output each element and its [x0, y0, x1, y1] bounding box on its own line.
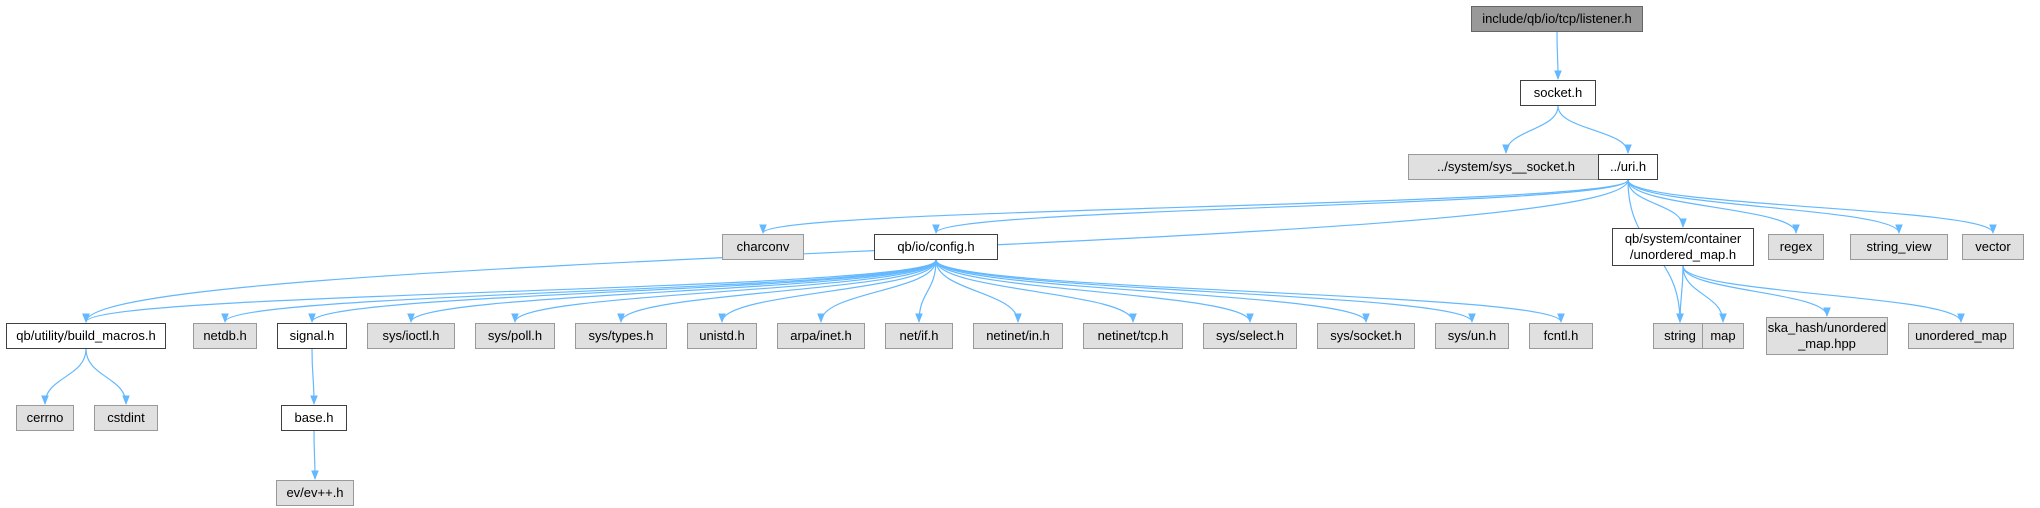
node-cstdint[interactable]: cstdint: [94, 405, 158, 431]
node-ev[interactable]: ev/ev++.h: [276, 480, 354, 506]
node-netdb[interactable]: netdb.h: [193, 323, 257, 349]
node-string-view[interactable]: string_view: [1850, 234, 1948, 260]
edge-config-to-sysun: [935, 259, 1476, 323]
node-syssock[interactable]: sys/socket.h: [1317, 323, 1415, 349]
node-sys-socket[interactable]: ../system/sys__socket.h: [1408, 154, 1604, 180]
node-ska[interactable]: ska_hash/unordered _map.hpp: [1766, 317, 1888, 355]
node-netin[interactable]: netinet/in.h: [973, 323, 1063, 349]
node-charconv[interactable]: charconv: [722, 234, 804, 260]
edge-config-to-arpa: [817, 259, 937, 323]
node-vector[interactable]: vector: [1962, 234, 2024, 260]
node-types[interactable]: sys/types.h: [575, 323, 667, 349]
edge-config-to-build-macros: [82, 259, 937, 323]
node-regex[interactable]: regex: [1768, 234, 1824, 260]
edge-config-to-syssock: [935, 259, 1370, 323]
edge-config-to-fcntl: [935, 259, 1565, 323]
node-socket[interactable]: socket.h: [1520, 80, 1596, 106]
node-build-macros[interactable]: qb/utility/build_macros.h: [6, 323, 166, 349]
node-string[interactable]: string: [1653, 323, 1707, 349]
edge-uri-to-build-macros: [82, 179, 1629, 323]
node-cerrno[interactable]: cerrno: [16, 405, 74, 431]
node-map[interactable]: map: [1702, 323, 1744, 349]
node-sysun[interactable]: sys/un.h: [1435, 323, 1509, 349]
edge-uri-to-config: [932, 179, 1629, 234]
node-root[interactable]: include/qb/io/tcp/listener.h: [1471, 6, 1643, 32]
node-signal[interactable]: signal.h: [277, 323, 347, 349]
edge-config-to-signal: [308, 259, 937, 323]
edge-config-to-poll: [511, 259, 937, 323]
edge-uri-to-regex: [1627, 179, 1800, 234]
node-unordered-map-h[interactable]: qb/system/container /unordered_map.h: [1612, 228, 1754, 266]
node-fcntl[interactable]: fcntl.h: [1529, 323, 1593, 349]
node-config[interactable]: qb/io/config.h: [874, 234, 998, 260]
edge-build-macros-to-cerrno: [41, 348, 87, 405]
dependency-edges: [41, 31, 1997, 480]
edge-base-to-ev: [311, 430, 319, 480]
edge-unordered-map-h-to-string: [1676, 265, 1684, 323]
edge-config-to-netin: [935, 259, 1022, 323]
node-ioctl[interactable]: sys/ioctl.h: [367, 323, 455, 349]
edge-config-to-netdb: [221, 259, 937, 323]
node-uri[interactable]: ../uri.h: [1598, 154, 1658, 180]
node-select[interactable]: sys/select.h: [1203, 323, 1297, 349]
node-umap[interactable]: unordered_map: [1908, 323, 2014, 349]
edge-config-to-nettcp: [935, 259, 1137, 323]
node-poll[interactable]: sys/poll.h: [475, 323, 555, 349]
edge-socket-to-uri: [1557, 105, 1632, 154]
edge-uri-to-string-view: [1627, 179, 1903, 234]
edge-config-to-unistd: [718, 259, 937, 323]
edge-uri-to-vector: [1627, 179, 1997, 234]
edge-unordered-map-h-to-umap: [1682, 265, 1965, 323]
node-arpa[interactable]: arpa/inet.h: [777, 323, 865, 349]
node-nettcp[interactable]: netinet/tcp.h: [1083, 323, 1183, 349]
edge-unordered-map-h-to-map: [1682, 265, 1727, 323]
edge-socket-to-sys-socket: [1502, 105, 1559, 154]
edge-unordered-map-h-to-ska: [1682, 265, 1831, 317]
edge-build-macros-to-cstdint: [85, 348, 130, 405]
node-netif[interactable]: net/if.h: [885, 323, 953, 349]
edge-config-to-netif: [915, 259, 937, 323]
edge-config-to-types: [617, 259, 937, 323]
edge-uri-to-charconv: [759, 179, 1629, 234]
edge-config-to-ioctl: [407, 259, 937, 323]
edge-root-to-socket: [1554, 31, 1562, 80]
node-base[interactable]: base.h: [281, 405, 347, 431]
edge-uri-to-unordered-map-h: [1627, 179, 1687, 228]
node-unistd[interactable]: unistd.h: [687, 323, 757, 349]
edge-config-to-select: [935, 259, 1254, 323]
edge-signal-to-base: [310, 348, 318, 405]
